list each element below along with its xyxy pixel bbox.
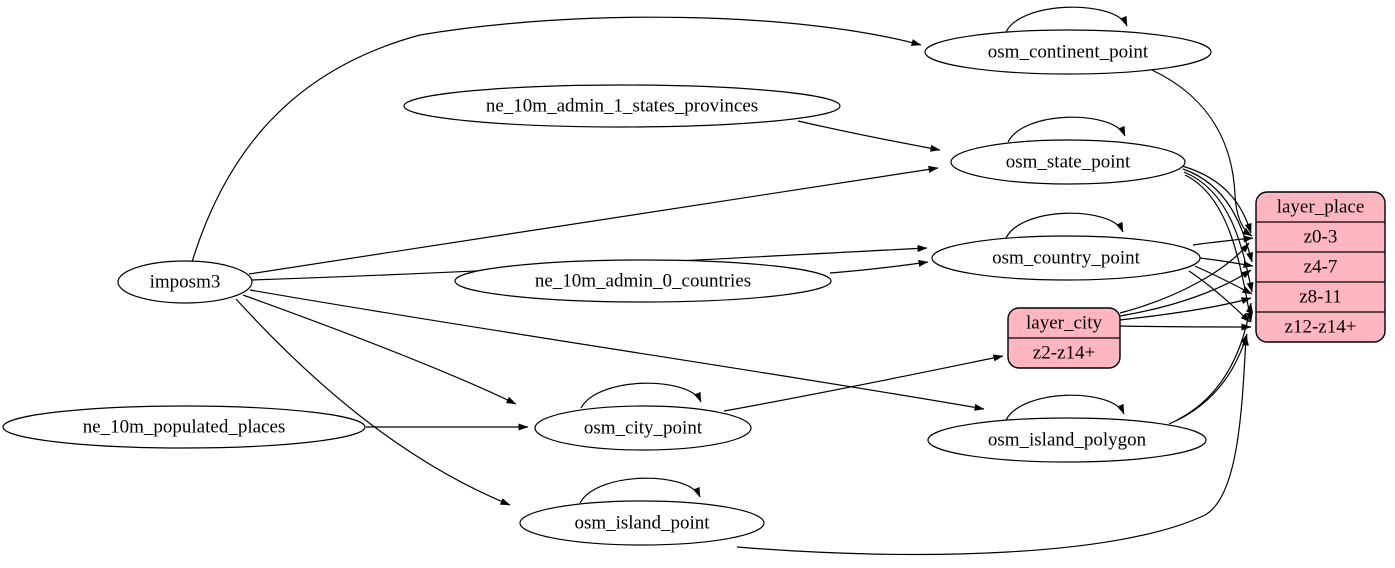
edge-osm_country_point-layer_place-z12-z14+ [1188,270,1251,323]
node-osm_island_polygon-label: osm_island_polygon [988,430,1147,451]
node-imposm3-label: imposm3 [150,272,221,293]
record-layer_place-row-z4-7: z4-7 [1304,257,1338,278]
record-layer_city-row-title: layer_city [1026,313,1102,334]
edge-osm_state_point-osm_state_point [1007,116,1126,143]
node-ne_10m_admin_0_countries-shape [454,259,832,303]
edge-osm_state_point-layer_place-z0-3 [1181,165,1252,234]
edge-osm_city_point-layer_city-z2-z14+ [723,354,1004,412]
node-osm_continent_point-shape [924,29,1212,75]
node-osm_island_polygon: osm_island_polygon [927,417,1207,463]
edge-osm_continent_point-osm_continent_point [1005,6,1128,33]
edge-osm_country_point-layer_place-z4-7 [1198,257,1254,268]
edge-imposm3-osm_continent_point [191,16,922,263]
node-osm_island_polygon-shape [927,417,1207,463]
node-osm_state_point-shape [950,139,1186,185]
node-ne_10m_admin_1_states_provinces-label: ne_10m_admin_1_states_provinces [486,96,758,117]
record-layer_place-row-z0-3: z0-3 [1304,227,1338,248]
record-layer_place-row-title: layer_place [1277,197,1365,218]
node-osm_city_point-label: osm_city_point [584,418,703,439]
node-osm_state_point: osm_state_point [950,139,1186,185]
edge-ne_10m_admin_0_countries-osm_country_point [829,259,929,274]
edge-osm_city_point-osm_city_point [580,382,702,409]
edge-osm_island_polygon-osm_island_polygon [1005,394,1125,421]
record-layer_city: layer_city z2-z14+ [1007,307,1121,369]
edge-imposm3-osm_city_point [242,294,517,405]
node-osm_continent_point: osm_continent_point [924,29,1212,75]
node-osm_island_point-shape [519,500,765,546]
edge-osm_island_polygon-layer_place-z12-z14+ [1168,333,1248,425]
edge-imposm3-osm_island_polygon [249,289,985,411]
edge-layer_city-layer_place-z12-z14+ [1119,323,1252,331]
record-layer_place-row-z8-11: z8-11 [1299,287,1342,308]
node-osm_continent_point-label: osm_continent_point [988,42,1149,63]
node-ne_10m_populated_places: ne_10m_populated_places [2,405,366,449]
node-osm_country_point-shape [931,235,1201,281]
edge-ne_10m_admin_1_states_provinces-osm_state_point [797,120,941,152]
edge-layer_city-layer_place-z0-3 [1119,242,1250,314]
node-ne_10m_admin_1_states_provinces-shape [403,84,841,128]
edge-osm_country_point-layer_place-z0-3 [1192,235,1254,246]
record-layer_place-box [1255,191,1386,343]
record-layer_place-row-z12-z14+: z12-z14+ [1285,317,1357,338]
edge-layer_city-layer_place-z8-11 [1119,297,1252,321]
node-ne_10m_admin_0_countries-label: ne_10m_admin_0_countries [535,271,751,292]
node-osm_island_point-label: osm_island_point [574,513,710,534]
edge-osm_island_point-layer_place-z12-z14+ [736,335,1250,556]
node-osm_island_point: osm_island_point [519,500,765,546]
node-ne_10m_admin_1_states_provinces: ne_10m_admin_1_states_provinces [403,84,841,128]
node-imposm3-shape [117,260,253,304]
node-ne_10m_admin_0_countries: ne_10m_admin_0_countries [454,259,832,303]
node-osm_city_point: osm_city_point [534,405,752,451]
node-osm_city_point-shape [534,405,752,451]
record-layer_place: layer_place z0-3 z4-7 z8-11 z12-z14+ [1255,191,1386,343]
edge-osm_continent_point-layer_place-z0-3 [1151,69,1253,237]
edge-imposm3-osm_island_point [235,298,511,506]
node-ne_10m_populated_places-label: ne_10m_populated_places [83,417,286,438]
node-imposm3: imposm3 [117,260,253,304]
node-ne_10m_populated_places-shape [2,405,366,449]
edge-osm_country_point-layer_place-z8-11 [1194,265,1253,295]
edge-osm_country_point-osm_country_point [1005,212,1124,239]
node-osm_state_point-label: osm_state_point [1006,152,1131,173]
record-layer_city-row-z2-z14+: z2-z14+ [1033,343,1095,364]
node-osm_country_point-label: osm_country_point [992,248,1140,269]
node-osm_country_point: osm_country_point [931,235,1201,281]
edge-osm_island_point-osm_island_point [579,477,701,504]
edge-layer_city-layer_place-z4-7 [1119,269,1252,317]
edge-imposm3-osm_state_point [248,165,939,275]
edge-osm_island_polygon-layer_place-z8-11 [1176,302,1253,421]
